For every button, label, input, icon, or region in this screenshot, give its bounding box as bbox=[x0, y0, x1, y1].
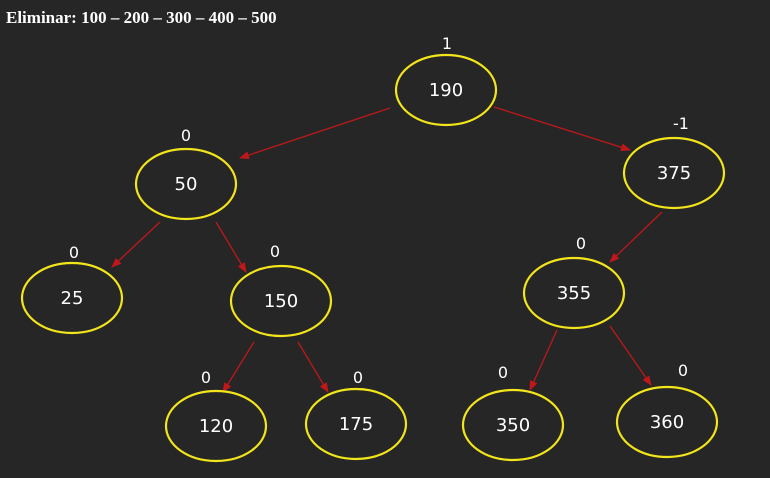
balance-factor: 0 bbox=[270, 242, 280, 261]
diagram-title: Eliminar: 100 – 200 – 300 – 400 – 500 bbox=[6, 8, 277, 27]
edge-n355-to-n360 bbox=[609, 325, 652, 386]
node-value: 50 bbox=[175, 174, 198, 195]
tree-node-375: 375 -1 bbox=[622, 114, 726, 210]
node-value: 190 bbox=[429, 80, 463, 101]
node-ellipse bbox=[615, 385, 719, 459]
node-ellipse bbox=[622, 136, 726, 210]
node-ellipse bbox=[522, 256, 626, 330]
node-value: 355 bbox=[557, 283, 591, 304]
node-ellipse bbox=[304, 387, 408, 461]
edge-n150-to-n120 bbox=[222, 341, 255, 393]
node-ellipse bbox=[134, 147, 238, 221]
tree-node-25: 25 0 bbox=[20, 243, 124, 335]
balance-factor: 0 bbox=[678, 361, 688, 380]
node-ellipse bbox=[394, 53, 498, 127]
edge-n190-to-n50 bbox=[239, 107, 391, 159]
balance-factor: -1 bbox=[673, 114, 689, 133]
edges bbox=[111, 106, 663, 393]
tree-node-360: 360 0 bbox=[615, 361, 719, 459]
node-ellipse bbox=[461, 388, 565, 462]
tree-node-120: 120 0 bbox=[164, 368, 268, 463]
edge-n50-to-n25 bbox=[111, 221, 161, 268]
node-value: 175 bbox=[339, 414, 373, 435]
node-value: 150 bbox=[264, 291, 298, 312]
tree-node-355: 355 0 bbox=[522, 234, 626, 330]
balance-factor: 0 bbox=[498, 363, 508, 382]
balance-factor: 0 bbox=[576, 234, 586, 253]
edge-n355-to-n350 bbox=[529, 329, 558, 391]
node-value: 360 bbox=[650, 412, 684, 433]
node-ellipse bbox=[164, 389, 268, 463]
tree-node-50: 50 0 bbox=[134, 126, 238, 221]
balance-factor: 0 bbox=[201, 368, 211, 387]
edge-n190-to-n375 bbox=[493, 106, 631, 152]
node-value: 120 bbox=[199, 416, 233, 437]
tree-node-350: 350 0 bbox=[461, 363, 565, 462]
node-value: 25 bbox=[61, 288, 84, 309]
balance-factor: 0 bbox=[353, 368, 363, 387]
edge-n150-to-n175 bbox=[297, 341, 329, 393]
balance-factor: 1 bbox=[442, 34, 452, 53]
node-value: 350 bbox=[496, 415, 530, 436]
balance-factor: 0 bbox=[69, 243, 79, 262]
edge-n375-to-n355 bbox=[609, 211, 663, 263]
node-ellipse bbox=[229, 264, 333, 338]
edge-n50-to-n150 bbox=[215, 221, 247, 273]
balance-factor: 0 bbox=[181, 126, 191, 145]
node-ellipse bbox=[20, 261, 124, 335]
node-value: 375 bbox=[657, 163, 691, 184]
